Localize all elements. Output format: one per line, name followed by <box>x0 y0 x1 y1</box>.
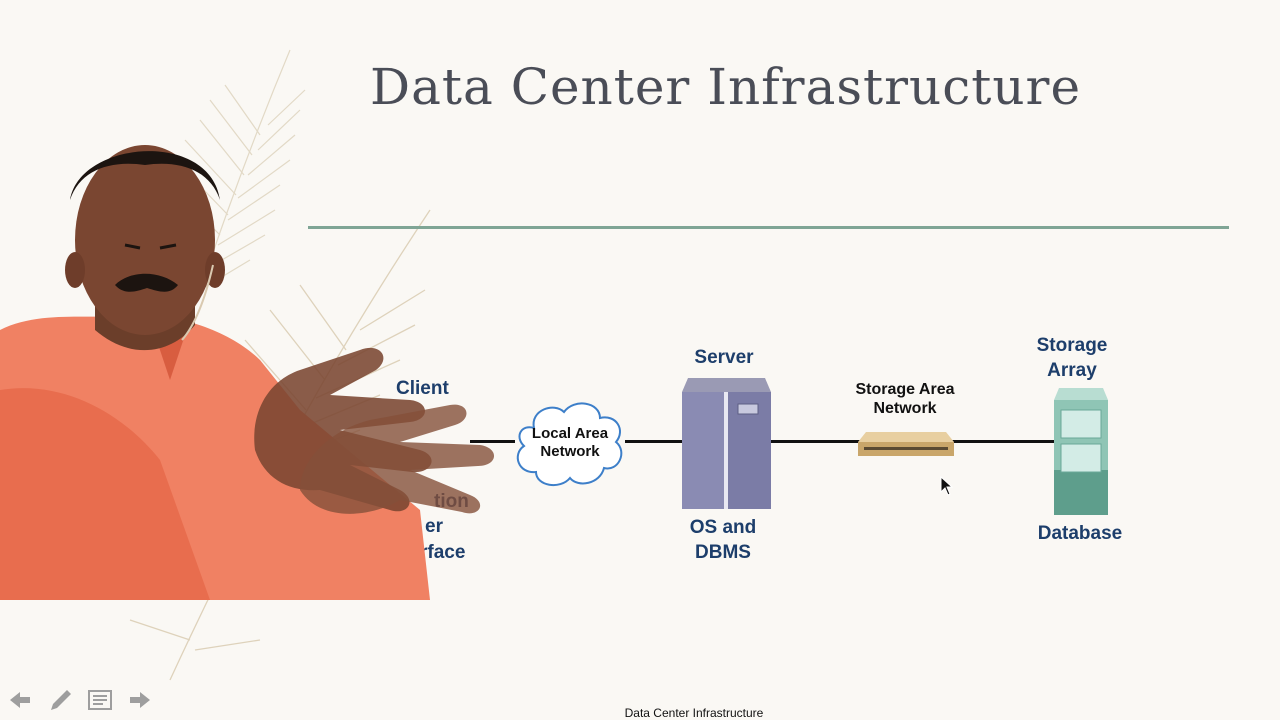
mouse-cursor-icon <box>940 476 954 496</box>
server-caption: OS and DBMS <box>668 515 778 565</box>
title-divider <box>308 226 1229 229</box>
slide-title: Data Center Infrastructure <box>370 58 1082 116</box>
san-switch-icon <box>858 432 954 456</box>
san-label-line1: Storage Area <box>855 381 955 398</box>
server-san-link <box>771 440 861 443</box>
lan-label: Local Area Network <box>512 425 628 461</box>
arrow-right-icon <box>130 692 150 708</box>
storage-title: Storage Array <box>1022 333 1122 383</box>
storage-title-line2: Array <box>1047 360 1097 381</box>
lan-cloud-icon <box>516 402 623 487</box>
database-caption: Database <box>1037 523 1123 544</box>
slide-footer: Data Center Infrastructure <box>624 706 764 720</box>
san-storage-link <box>952 440 1054 443</box>
client-caption-partial-2: er <box>425 516 443 537</box>
server-title: Server <box>694 347 754 368</box>
client-title: Client <box>396 378 449 399</box>
pen-tool-button[interactable] <box>46 686 74 714</box>
server-tower-icon <box>682 378 771 509</box>
notes-icon <box>88 690 112 710</box>
server-caption-line1: OS and <box>689 517 757 538</box>
next-slide-button[interactable] <box>126 686 154 714</box>
notes-button[interactable] <box>86 686 114 714</box>
server-caption-line2: DBMS <box>695 542 751 563</box>
san-label: Storage Area Network <box>835 380 975 418</box>
previous-slide-button[interactable] <box>6 686 34 714</box>
san-label-line2: Network <box>873 400 937 417</box>
client-caption-partial-3: rface <box>420 542 466 563</box>
lan-server-link <box>625 440 683 443</box>
storage-title-line1: Storage <box>1036 335 1108 356</box>
storage-array-icon <box>1054 388 1108 515</box>
pen-icon <box>51 690 71 710</box>
lan-label-line1: Local Area <box>531 425 609 442</box>
lan-label-line2: Network <box>540 443 600 460</box>
client-lan-link <box>470 440 515 443</box>
presenter-video-overlay <box>0 145 495 600</box>
arrow-left-icon <box>10 692 30 708</box>
